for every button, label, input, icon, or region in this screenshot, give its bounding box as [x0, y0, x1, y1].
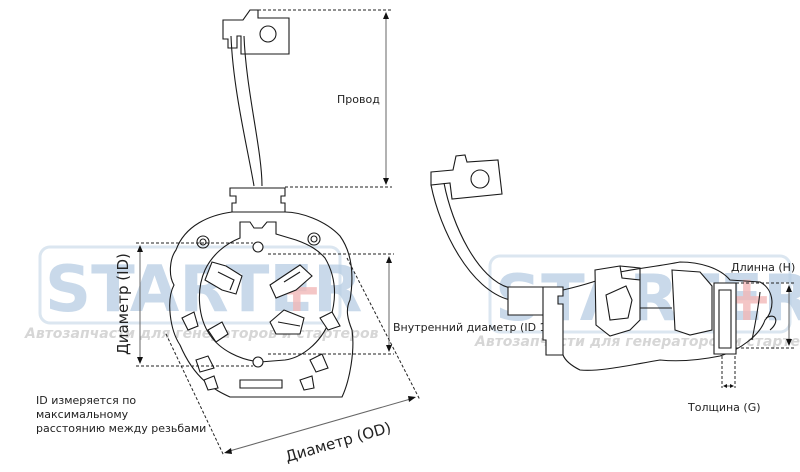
terminal-lug-top — [222, 9, 290, 55]
watermark-left: STARTER + Автозапчасти для генераторов и… — [24, 245, 379, 342]
dimension-thickness — [721, 356, 736, 388]
note-line-1: ID измеряется по — [36, 394, 136, 407]
label-length: Длинна (H) — [731, 261, 795, 274]
wire-connector — [229, 187, 286, 213]
dimension-inner-diameter-1 — [268, 253, 394, 355]
label-inner-diameter-1: Внутренний диаметр (ID 1) — [393, 321, 551, 334]
label-outer-diameter: Диаметр (OD) — [283, 418, 393, 465]
measurement-note: ID измеряется по максимальному расстояни… — [36, 394, 206, 435]
dimension-inner-diameter — [136, 242, 253, 367]
label-inner-diameter: Диаметр (ID) — [114, 253, 132, 355]
wire — [230, 35, 263, 187]
note-line-3: расстоянию между резьбами — [36, 422, 206, 435]
brush-plate-front — [169, 211, 354, 398]
dimension-wire — [258, 9, 392, 188]
watermark-brand: STARTER — [45, 253, 362, 327]
label-wire: Провод — [337, 93, 380, 106]
dimension-outer-diameter — [165, 257, 421, 457]
watermark-tagline: Автозапчасти для генераторов и стартеров — [24, 326, 379, 342]
label-thickness: Толщина (G) — [687, 401, 761, 414]
brush-holder-side-body — [507, 261, 777, 371]
note-line-2: максимальному — [36, 408, 129, 421]
terminal-lug-side — [430, 154, 503, 200]
wire-side — [430, 182, 511, 301]
dimension-length — [736, 282, 794, 349]
